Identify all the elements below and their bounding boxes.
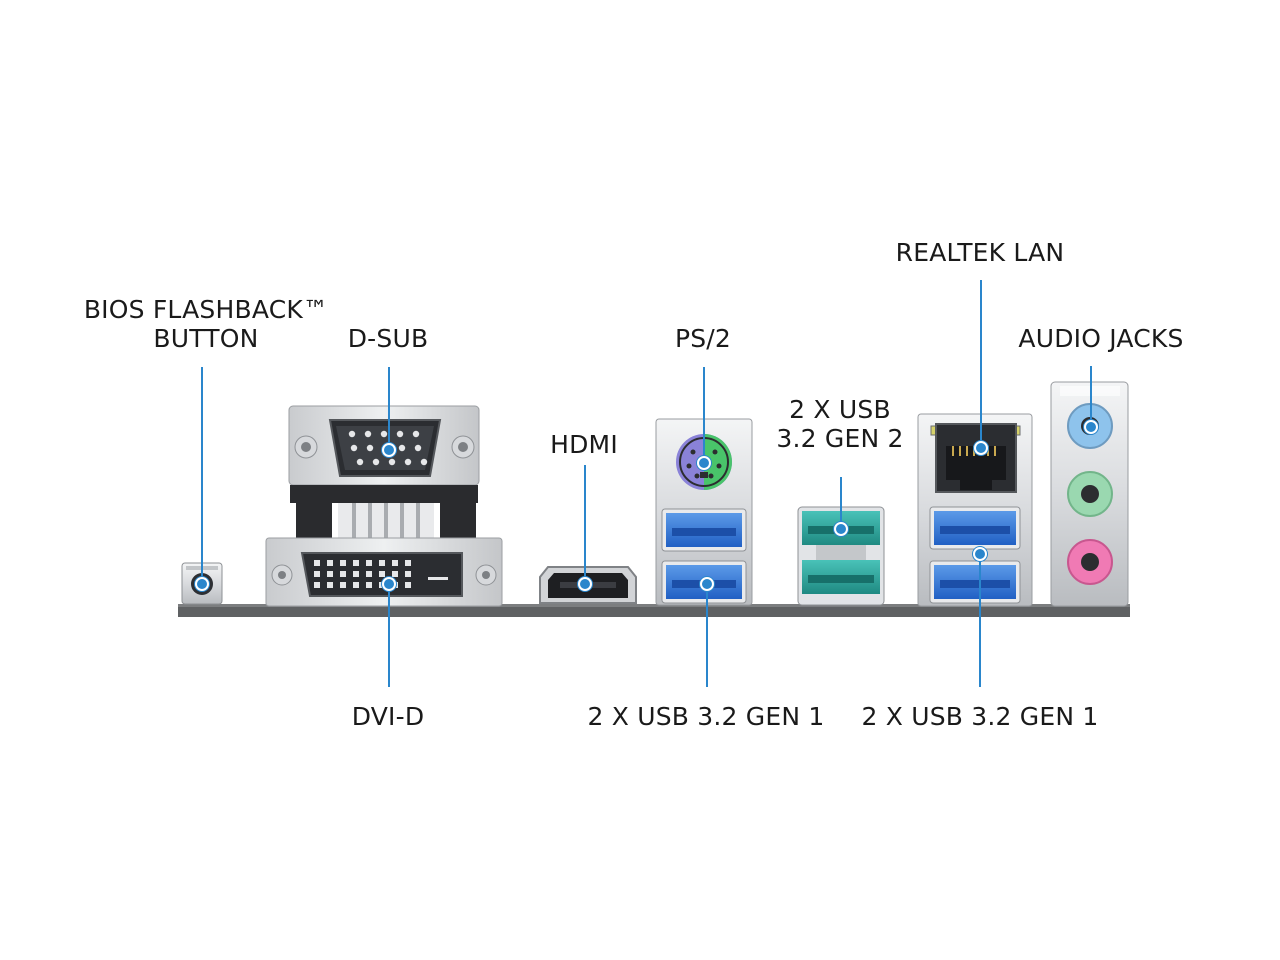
- usb-gen1-left-dot: [700, 577, 714, 591]
- hdmi-leader: [584, 465, 586, 585]
- usb-gen1-right-label: 2 X USB 3.2 GEN 1: [861, 702, 1099, 731]
- dsub-pin: [412, 430, 420, 438]
- hdmi-dot: [578, 577, 592, 591]
- dvid-pin: [405, 571, 411, 577]
- usb-gen2-label-line1: 2 X USB: [789, 395, 891, 424]
- dsub-pin: [348, 430, 356, 438]
- dvid-pin: [353, 582, 359, 588]
- ps2-label: PS/2: [674, 324, 732, 353]
- dsub-leader: [388, 367, 390, 449]
- dsub-connector: [288, 405, 480, 541]
- bios-flashback-label: BIOS FLASHBACK™ BUTTON: [80, 295, 332, 353]
- dsub-pin: [350, 444, 358, 452]
- dvid-pin: [366, 571, 372, 577]
- dvid-pin: [340, 582, 346, 588]
- usb-gen1-left-label: 2 X USB 3.2 GEN 1: [587, 702, 825, 731]
- dvid-pin: [366, 560, 372, 566]
- usb-gen2-label: 2 X USB 3.2 GEN 2: [760, 395, 920, 453]
- usb-gen1-left-leader: [706, 583, 708, 687]
- dvid-dot: [382, 577, 396, 591]
- dsub-pin: [380, 430, 388, 438]
- dvid-pin: [379, 571, 385, 577]
- dsub-pin: [414, 444, 422, 452]
- dsub-dot: [382, 443, 396, 457]
- realtek-lan-dot: [974, 441, 988, 455]
- audio-jacks-dot: [1084, 420, 1098, 434]
- usb-gen1-right-dot: [973, 547, 987, 561]
- dvid-pin: [392, 560, 398, 566]
- usb-gen2-label-line2: 3.2 GEN 2: [776, 424, 904, 453]
- bios-flashback-label-line1: BIOS FLASHBACK™: [83, 295, 329, 324]
- dvid-pin: [314, 560, 320, 566]
- dsub-pin: [388, 458, 396, 466]
- dvid-leader: [388, 583, 390, 687]
- bios-flashback-dot: [195, 577, 209, 591]
- bios-flashback-label-line2: BUTTON: [153, 324, 259, 353]
- dsub-pin: [356, 458, 364, 466]
- ps2-leader: [703, 367, 705, 463]
- lan-usb-stack: [917, 413, 1033, 607]
- dvid-pin: [314, 582, 320, 588]
- hdmi-label: HDMI: [550, 430, 618, 459]
- dvid-pin: [340, 560, 346, 566]
- audio-jacks-label: AUDIO JACKS: [1018, 324, 1184, 353]
- dvid-pin: [405, 560, 411, 566]
- usb-gen2-leader: [840, 477, 842, 529]
- dsub-pin: [404, 458, 412, 466]
- realtek-lan-label: REALTEK LAN: [895, 238, 1065, 267]
- dsub-pins: [348, 430, 428, 466]
- bios-flashback-leader: [201, 367, 203, 585]
- dvid-pin: [340, 571, 346, 577]
- dsub-label: D-SUB: [347, 324, 429, 353]
- dsub-pin: [398, 444, 406, 452]
- dsub-pin: [372, 458, 380, 466]
- dvid-pin: [392, 571, 398, 577]
- io-plate: [178, 604, 1130, 617]
- dvid-pin: [379, 560, 385, 566]
- dvid-label: DVI-D: [351, 702, 425, 731]
- dsub-pin: [396, 430, 404, 438]
- realtek-lan-leader: [980, 280, 982, 448]
- usb-gen1-right-leader: [979, 553, 981, 687]
- dvid-pin: [366, 582, 372, 588]
- ps2-dot: [697, 456, 711, 470]
- dsub-pin: [364, 430, 372, 438]
- dvid-pin: [327, 571, 333, 577]
- audio-jacks-leader: [1090, 366, 1092, 428]
- dvid-pin: [353, 571, 359, 577]
- dvid-pin: [327, 582, 333, 588]
- usb-gen2-dot: [834, 522, 848, 536]
- dvid-pin: [405, 582, 411, 588]
- dvid-pin: [353, 560, 359, 566]
- dvid-pin: [314, 571, 320, 577]
- dvid-pin: [327, 560, 333, 566]
- dsub-pin: [366, 444, 374, 452]
- dsub-pin: [420, 458, 428, 466]
